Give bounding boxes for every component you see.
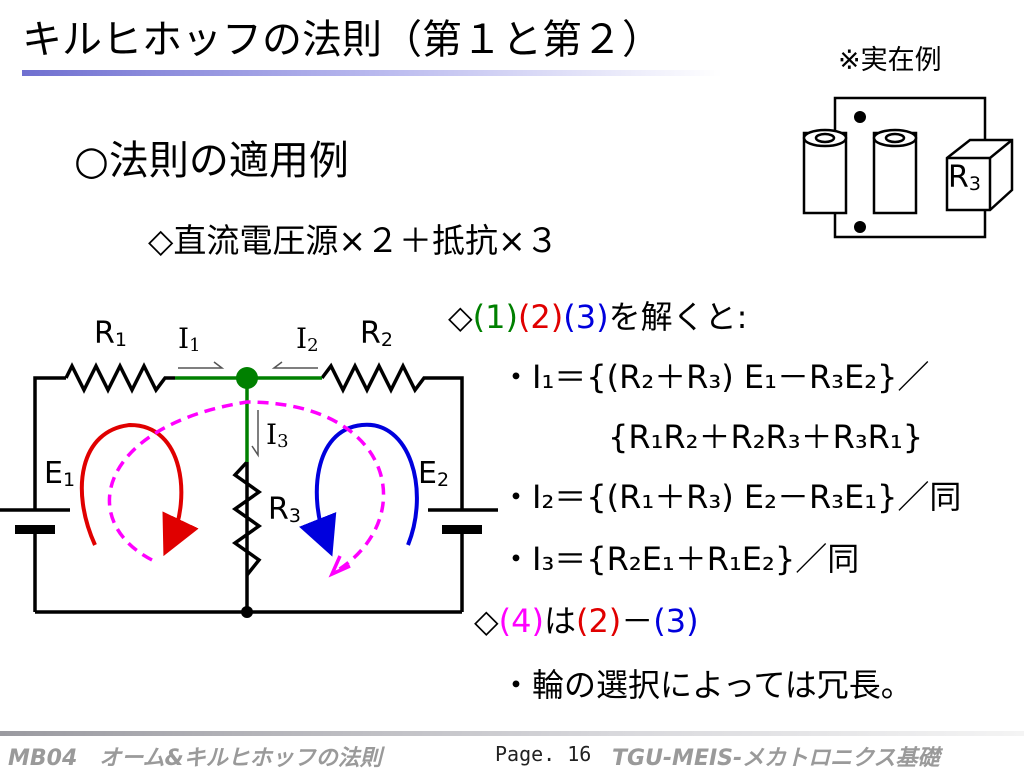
label-e1: E1 [44,456,76,491]
section-subheading: ◇直流電圧源×２＋抵抗×３ [148,221,559,260]
label-r3: R3 [268,492,301,527]
photo-label-r3: R3 [948,160,981,195]
slide-title: キルヒホッフの法則（第１と第２） [22,17,662,63]
loop-arrow-red [79,422,199,557]
battery-e2 [428,508,498,534]
loop-arrow-blue [299,422,419,557]
equation-i2: ・I₂＝{(R₁＋R₃) E₂－R₃E₁}／同 [500,478,962,516]
node-dot [236,367,258,389]
equation-i1-line2: {R₁R₂＋R₂R₃＋R₃R₁} [608,418,924,456]
label-e2: E2 [418,456,450,491]
label-i1: I1 [178,322,201,356]
loop-arrow-magenta-head [328,555,351,578]
real-example-label: ※実在例 [838,45,942,76]
i3-arrow [251,410,259,458]
real-example-drawing [802,96,1014,239]
equation-i3: ・I₃＝{R₂E₁＋R₁E₂}／同 [500,540,860,578]
node-wires [175,376,322,462]
title-underline [22,70,722,76]
solve-line: ◇(1)(2)(3)を解くと: [448,298,748,336]
loop-arrow-magenta [107,400,386,574]
footer-course-name: TGU-MEIS-メカトロニクス基礎 [612,746,940,771]
resistor-r1 [64,362,175,394]
label-i2: I2 [296,322,319,356]
i2-arrow [271,361,318,369]
section-heading: ○法則の適用例 [74,138,349,184]
resistor-r3 [231,460,263,577]
i1-arrow [178,361,225,369]
equation-i1-line1: ・I₁＝{(R₂＋R₃) E₁－R₃E₂}／ [500,358,930,396]
label-r2: R2 [360,316,393,351]
note-line-2: ・輪の選択によっては冗長。 [500,666,913,704]
footer-course: MB04 オーム&キルヒホッフの法則 [8,746,382,771]
resistor-r2 [320,362,430,394]
note-line: ◇(4)は(2)－(3) [474,602,699,640]
footer-page-number: Page. 16 [495,742,592,766]
footer-rule [0,731,1024,736]
bottom-node-dot [241,606,253,618]
label-i3: I3 [266,418,289,452]
label-r1: R1 [94,316,127,351]
battery-e1 [0,508,70,534]
